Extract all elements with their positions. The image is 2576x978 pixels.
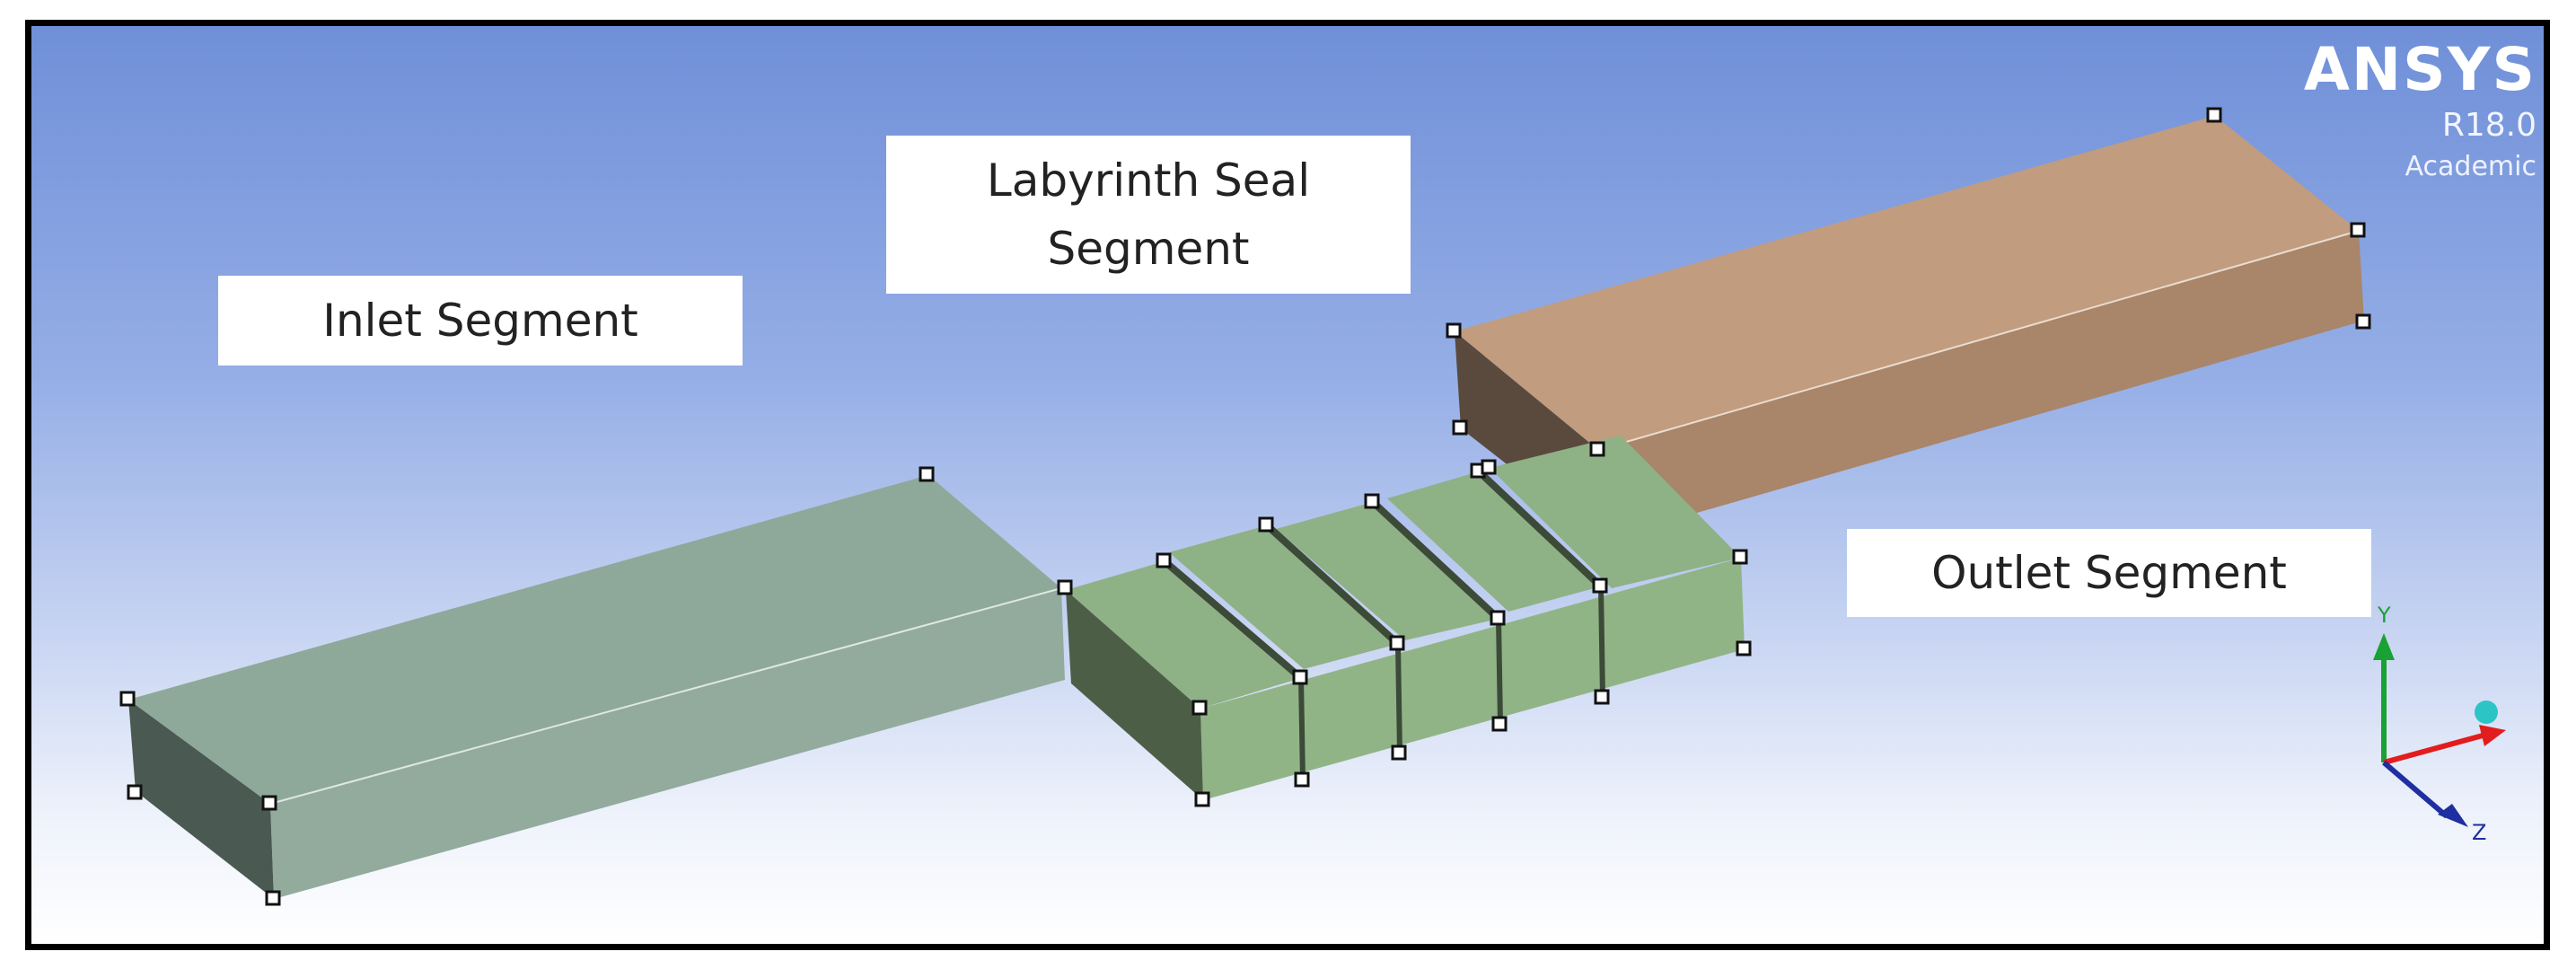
- z-axis-arrowhead: [2438, 804, 2468, 827]
- groove-2: [1264, 523, 1401, 647]
- z-axis-label: Z: [2472, 820, 2486, 845]
- seal-block-3-top: [1276, 502, 1499, 640]
- y-axis-label: Y: [2377, 603, 2391, 628]
- y-axis-arrowhead: [2373, 633, 2395, 660]
- groove-3: [1370, 499, 1501, 621]
- groove-4: [1476, 469, 1604, 589]
- inlet-front-face: [270, 588, 1065, 899]
- outlet-front-face: [1598, 231, 2364, 540]
- x-axis-arrowhead: [2479, 725, 2506, 746]
- groove-front-1: [1298, 677, 1306, 781]
- outlet-segment-label: Outlet Segment: [1847, 529, 2371, 617]
- ansys-logo: ANSYS R18.0 Academic: [2304, 35, 2536, 188]
- labyrinth-seal-segment[interactable]: [1066, 436, 1745, 800]
- inlet-segment[interactable]: [128, 475, 1065, 899]
- inlet-top-face: [128, 475, 1061, 804]
- inlet-label-text: Inlet Segment: [322, 295, 638, 347]
- labyrinth-seal-label: Labyrinth Seal Segment: [886, 136, 1411, 294]
- model-scene: Y Z: [119, 107, 2506, 906]
- logo-edition: Academic: [2405, 151, 2536, 182]
- seal-label-line1: Labyrinth Seal: [986, 154, 1311, 207]
- seal-block-2-top: [1169, 525, 1398, 669]
- logo-version: R18.0: [2441, 107, 2536, 144]
- outlet-label-text: Outlet Segment: [1931, 547, 2287, 599]
- inlet-edge: [269, 587, 1062, 805]
- z-axis-line: [2382, 760, 2449, 819]
- inlet-segment-label: Inlet Segment: [218, 276, 743, 366]
- graphics-viewport[interactable]: Y Z Inlet Segment Labyrinth Seal Segment…: [25, 20, 2550, 950]
- triad-iso-ball[interactable]: [2475, 700, 2498, 724]
- outlet-edge: [1597, 230, 2360, 451]
- groove-front-4: [1598, 586, 1605, 699]
- vertex-markers: [119, 107, 2371, 906]
- inlet-side-face: [128, 700, 274, 899]
- seal-label-line2: Segment: [1047, 223, 1250, 275]
- outlet-top-face: [1455, 116, 2359, 450]
- x-axis-line: [2383, 733, 2484, 765]
- seal-block-5-top: [1490, 436, 1741, 588]
- groove-front-3: [1496, 618, 1503, 726]
- seal-block-1-top: [1066, 561, 1301, 709]
- seal-block-4-top: [1387, 471, 1601, 612]
- seal-front-face: [1200, 558, 1745, 800]
- groove-front-2: [1395, 643, 1402, 754]
- groove-1: [1162, 558, 1304, 682]
- axis-triad[interactable]: Y Z: [2373, 603, 2506, 845]
- seal-side-face: [1066, 590, 1203, 800]
- logo-brand: ANSYS: [2303, 35, 2536, 104]
